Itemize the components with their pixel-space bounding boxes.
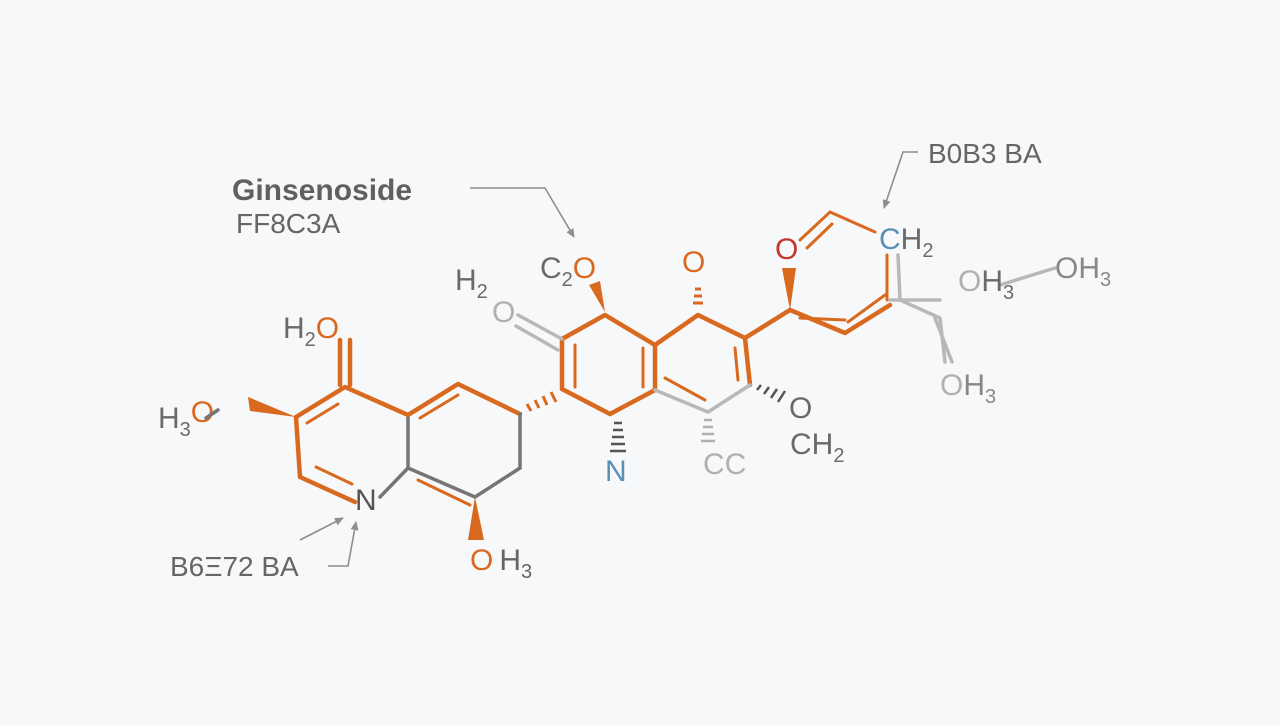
bottom-left-pointer-arrow-1 (299, 517, 344, 541)
h3o-label: H3O (158, 396, 214, 441)
h2o-label: H2O (283, 312, 339, 351)
cc-label: CC (703, 448, 746, 481)
o-ring-red-label: O (775, 233, 798, 266)
hashed-bond-cc (701, 418, 715, 443)
ring-a-inner-bonds (305, 402, 354, 486)
ring-c-inner (573, 343, 645, 389)
oh3-far-label: OH3 (1055, 252, 1111, 291)
ring-e-link (742, 307, 793, 341)
hashed-bond-o-right (756, 384, 787, 403)
h3o-hash-line (204, 408, 220, 420)
o-small-label: O (492, 296, 515, 329)
ring-d-light (653, 383, 752, 414)
ring-b-gray (406, 412, 522, 499)
annotation-top-right: B0B3 BA (928, 138, 1042, 169)
hashed-bond-o-center (693, 287, 703, 305)
n-blue-label: N (605, 455, 627, 488)
ring-b-double (416, 478, 472, 507)
ring-e-wedge (782, 268, 796, 310)
ring-a-bonds (293, 384, 411, 505)
bottom-left-pointer-arrow-2 (328, 521, 359, 567)
n-ring-label: N (355, 484, 377, 517)
o-right-label: O (789, 392, 812, 425)
ring-d-inner (663, 346, 740, 402)
ring-b-bonds (405, 381, 523, 418)
c-to-o-light (514, 313, 564, 352)
ring-b-inner (418, 393, 460, 420)
annotation-bottom-left: B6Ξ72 BA (170, 551, 299, 582)
ch2-blue-label: CH2 (879, 223, 933, 262)
ring-d-bonds (652, 312, 753, 388)
oh3-right-label: OH3 (958, 265, 1014, 304)
hashed-bond-1 (525, 391, 558, 412)
o-center-label: O (682, 246, 705, 279)
ketone-bond (337, 337, 353, 388)
h2-upper-label: H2 (455, 264, 488, 303)
compound-code: FF8C3A (236, 208, 341, 239)
ring-e-gray (888, 253, 954, 364)
hashed-bond-n (610, 421, 626, 453)
ring-a-gray-bonds (378, 413, 410, 499)
ring-c-wedge (589, 281, 605, 312)
ch2-right-label: CH2 (790, 428, 844, 467)
h3o-wedge (248, 397, 296, 417)
ring-e-inner (798, 293, 887, 324)
side-chain (998, 266, 1057, 287)
oh3-lower-label: OH3 (940, 369, 996, 408)
top-right-pointer-arrow (882, 151, 918, 209)
compound-name: Ginsenoside (232, 174, 412, 207)
c2o-label: C2O (540, 252, 596, 291)
ring-b-wedge (468, 497, 484, 540)
ring-e-top (798, 210, 877, 250)
title-pointer-arrow (470, 187, 575, 238)
